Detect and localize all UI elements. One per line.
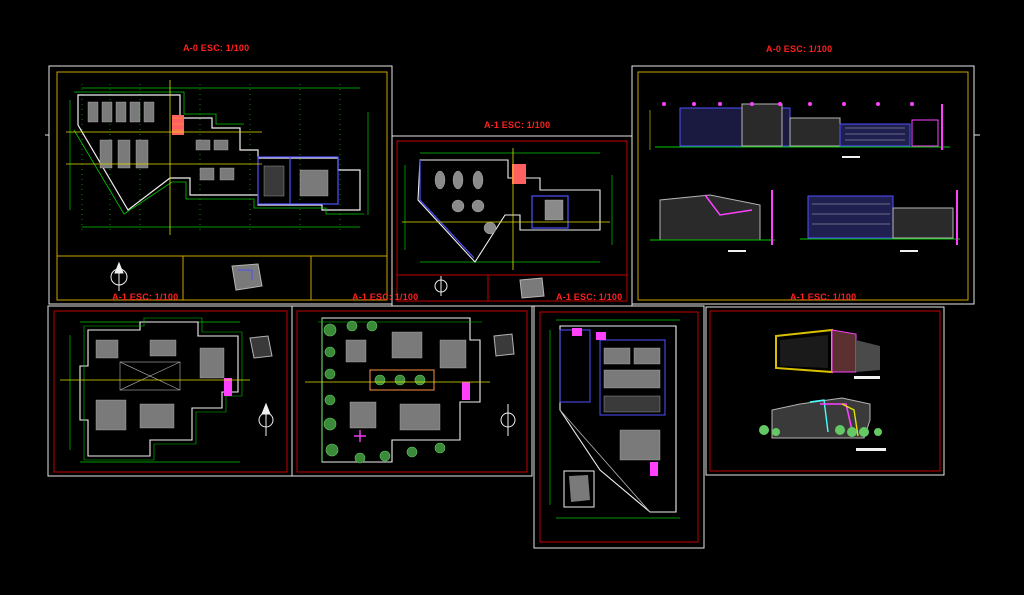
sheet-7[interactable]: [705, 306, 945, 476]
sheet-1-title: A-0 ESC: 1/100: [183, 43, 249, 53]
floor-plan-walls: [77, 94, 361, 211]
sheet-2[interactable]: [391, 135, 633, 307]
elevation-front: [649, 102, 950, 158]
elevation-rear: [800, 190, 960, 252]
sheet-4[interactable]: [47, 305, 293, 477]
key-plan: [231, 263, 263, 291]
sheet-3[interactable]: [631, 65, 980, 305]
perspective-upper: [775, 328, 880, 379]
sheet-5-title: A-1 ESC: 1/100: [352, 292, 418, 302]
sheet-1[interactable]: [45, 65, 393, 305]
north-arrow-icon: [110, 261, 128, 291]
landscape-trees: [323, 320, 446, 464]
perspective-lower: [759, 397, 886, 451]
furniture: [87, 101, 329, 197]
sheet-5[interactable]: [291, 305, 533, 477]
elevation-side: [650, 190, 775, 252]
sheet-3-title: A-0 ESC: 1/100: [766, 44, 832, 54]
structural-grid: [69, 84, 369, 232]
sheet-7-title: A-1 ESC: 1/100: [790, 292, 856, 302]
sheet-2-title: A-1 ESC: 1/100: [484, 120, 550, 130]
sheet-4-title: A-1 ESC: 1/100: [112, 292, 178, 302]
sheet-6[interactable]: [533, 305, 705, 549]
sheet-6-title: A-1 ESC: 1/100: [556, 292, 622, 302]
